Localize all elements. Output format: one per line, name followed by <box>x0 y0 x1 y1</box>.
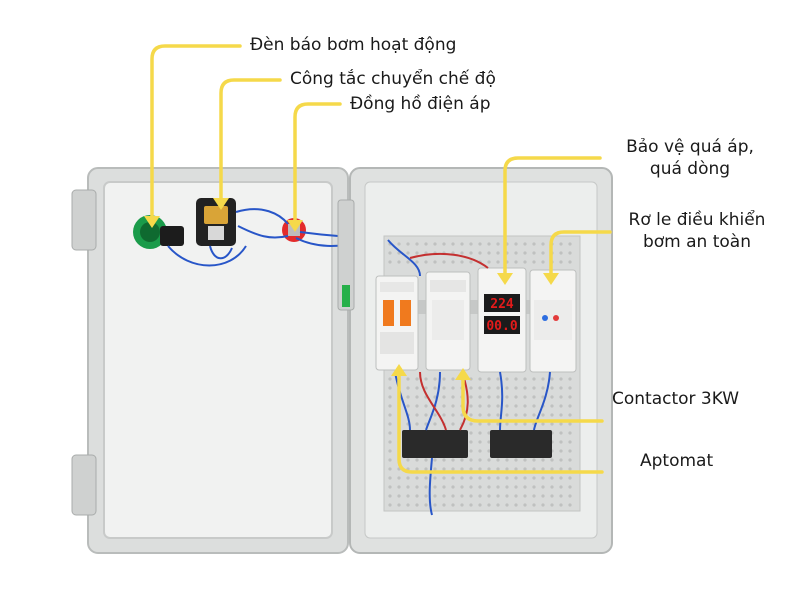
callout-arrowheads <box>144 198 559 380</box>
pump-indicator-lamp <box>133 215 184 249</box>
protection-relay-module <box>477 267 527 373</box>
label-relay-line1: Rơ le điều khiển <box>628 210 766 230</box>
voltage-display: 224 <box>490 297 514 312</box>
label-aptomat: Aptomat <box>640 451 714 471</box>
pump-control-relay <box>529 269 577 373</box>
label-pump-indicator: Đèn báo bơm hoạt động <box>250 35 457 55</box>
mode-selector-switch <box>196 198 236 246</box>
callout-lines <box>150 44 612 474</box>
contactor-module <box>425 271 471 371</box>
current-display: 00.0 <box>486 319 517 334</box>
label-protection-line1: Bảo vệ quá áp, <box>626 137 754 157</box>
terminal-block-left <box>402 430 468 458</box>
label-protection: Bảo vệ quá áp, quá dòng <box>600 136 780 180</box>
label-relay: Rơ le điều khiển bơm an toàn <box>608 209 786 253</box>
enclosure-door <box>71 167 349 554</box>
label-voltmeter: Đồng hồ điện áp <box>350 94 491 114</box>
terminal-block-right <box>490 430 552 458</box>
label-mode-switch: Công tắc chuyển chế độ <box>290 69 496 89</box>
label-relay-line2: bơm an toàn <box>642 232 751 252</box>
aptomat-breaker <box>375 275 419 371</box>
label-protection-line2: quá dòng <box>649 159 731 179</box>
label-contactor: Contactor 3KW <box>612 389 740 409</box>
